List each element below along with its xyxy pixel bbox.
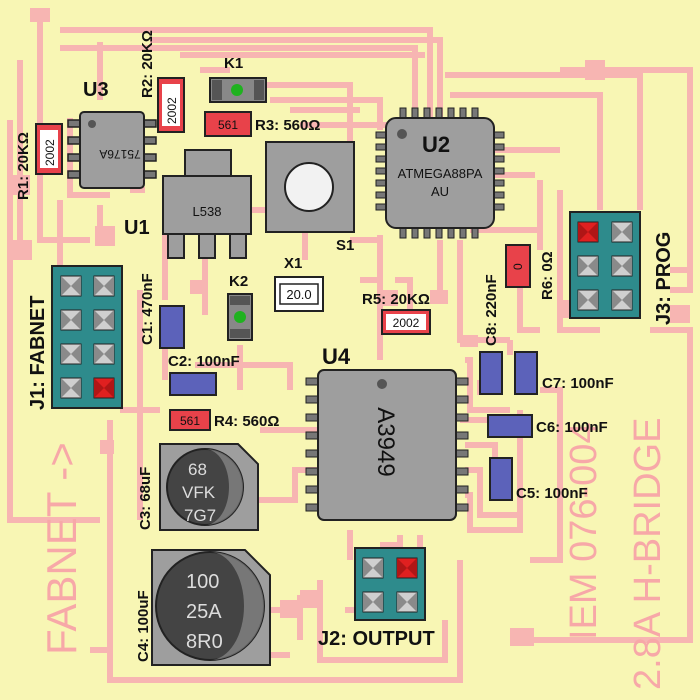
x1-designator: X1 [284, 255, 302, 272]
u3-marking: 75176A [99, 147, 140, 161]
c6-capacitor [487, 414, 533, 438]
u1-marking: L538 [193, 204, 222, 219]
s1-designator: S1 [336, 237, 354, 254]
k1-designator: K1 [224, 55, 243, 72]
r6-marking: 0 [511, 263, 525, 270]
u3-chip: 75176A [67, 111, 157, 189]
j3-prog-header[interactable] [569, 211, 641, 319]
j1-fabnet-header[interactable] [51, 265, 123, 409]
u1-regulator: L538 [162, 149, 252, 259]
j2-designator: J2: OUTPUT [318, 628, 435, 650]
c3-electrolytic-capacitor: 68 VFK 7G7 [159, 443, 259, 531]
c3-marking-line1: 68 [188, 460, 207, 479]
c5-capacitor [489, 457, 513, 501]
j2-pin [396, 557, 418, 579]
c4-designator: C4: 100uF [135, 590, 152, 662]
c3-designator: C3: 68uF [137, 467, 154, 530]
r6-resistor: 0 [505, 244, 531, 288]
c4-electrolytic-capacitor: 100 25A 8R0 [151, 549, 271, 666]
c4-marking-line1: 100 [186, 571, 219, 593]
c6-designator: C6: 100nF [536, 419, 608, 436]
r5-resistor: 2002 [381, 309, 431, 335]
r1-resistor: 2002 [35, 123, 63, 175]
u1-designator: U1 [124, 217, 150, 239]
u3-designator: U3 [83, 79, 109, 101]
j2-output-header[interactable] [354, 547, 426, 621]
board-id-silkscreen: IEM 076-004 [563, 422, 605, 640]
c8-capacitor [479, 351, 503, 395]
r6-designator: R6: 0Ω [539, 251, 556, 300]
c7-capacitor [514, 351, 538, 395]
j1-pin [93, 377, 115, 399]
u2-marking-line1: ATMEGA88PA [398, 166, 483, 181]
r4-designator: R4: 560Ω [214, 413, 279, 430]
c3-marking-line3: 7G7 [184, 506, 216, 525]
c2-capacitor [169, 372, 217, 396]
c1-capacitor [159, 305, 185, 349]
c5-designator: C5: 100nF [516, 485, 588, 502]
r2-resistor: 2002 [157, 77, 185, 133]
c1-designator: C1: 470nF [139, 273, 156, 345]
r1-designator: R1: 20KΩ [15, 132, 32, 200]
u4-driver-chip: A3949 [305, 369, 469, 521]
r2-designator: R2: 20KΩ [139, 30, 156, 98]
x1-crystal: 20.0 [274, 276, 324, 312]
j1-designator: J1: FABNET [27, 296, 49, 410]
r3-marking: 561 [218, 118, 238, 132]
u4-marking: A3949 [372, 407, 399, 476]
fabnet-arrow-silkscreen: FABNET -> [38, 442, 85, 655]
c8-designator: C8: 220nF [483, 274, 500, 346]
c3-marking-line2: VFK [182, 483, 216, 502]
r5-designator: R5: 20KΩ [362, 291, 430, 308]
c4-marking-line3: 8R0 [186, 631, 223, 653]
r3-resistor: 561 [204, 111, 252, 137]
j3-designator: J3: PROG [653, 232, 675, 325]
u4-designator: U4 [322, 344, 351, 369]
j3-pin [577, 221, 599, 243]
x1-marking: 20.0 [286, 287, 311, 302]
k1-led [209, 77, 267, 103]
u2-designator: U2 [422, 132, 450, 157]
r4-resistor: 561 [169, 409, 211, 431]
k2-led [227, 293, 253, 341]
pads [10, 8, 690, 646]
u2-marking-line2: AU [431, 184, 449, 199]
s1-switch[interactable] [265, 141, 355, 233]
u2-microcontroller: ATMEGA88PA AU [375, 107, 505, 239]
r2-marking: 2002 [165, 97, 179, 124]
c4-marking-line2: 25A [186, 601, 222, 623]
k2-designator: K2 [229, 273, 248, 290]
r1-marking: 2002 [43, 139, 57, 166]
r4-marking: 561 [180, 414, 200, 428]
r5-marking: 2002 [393, 316, 420, 330]
r3-designator: R3: 560Ω [255, 117, 320, 134]
c7-designator: C7: 100nF [542, 375, 614, 392]
board-title-silkscreen: 2.8A H-BRIDGE [627, 418, 669, 690]
c2-designator: C2: 100nF [168, 353, 240, 370]
